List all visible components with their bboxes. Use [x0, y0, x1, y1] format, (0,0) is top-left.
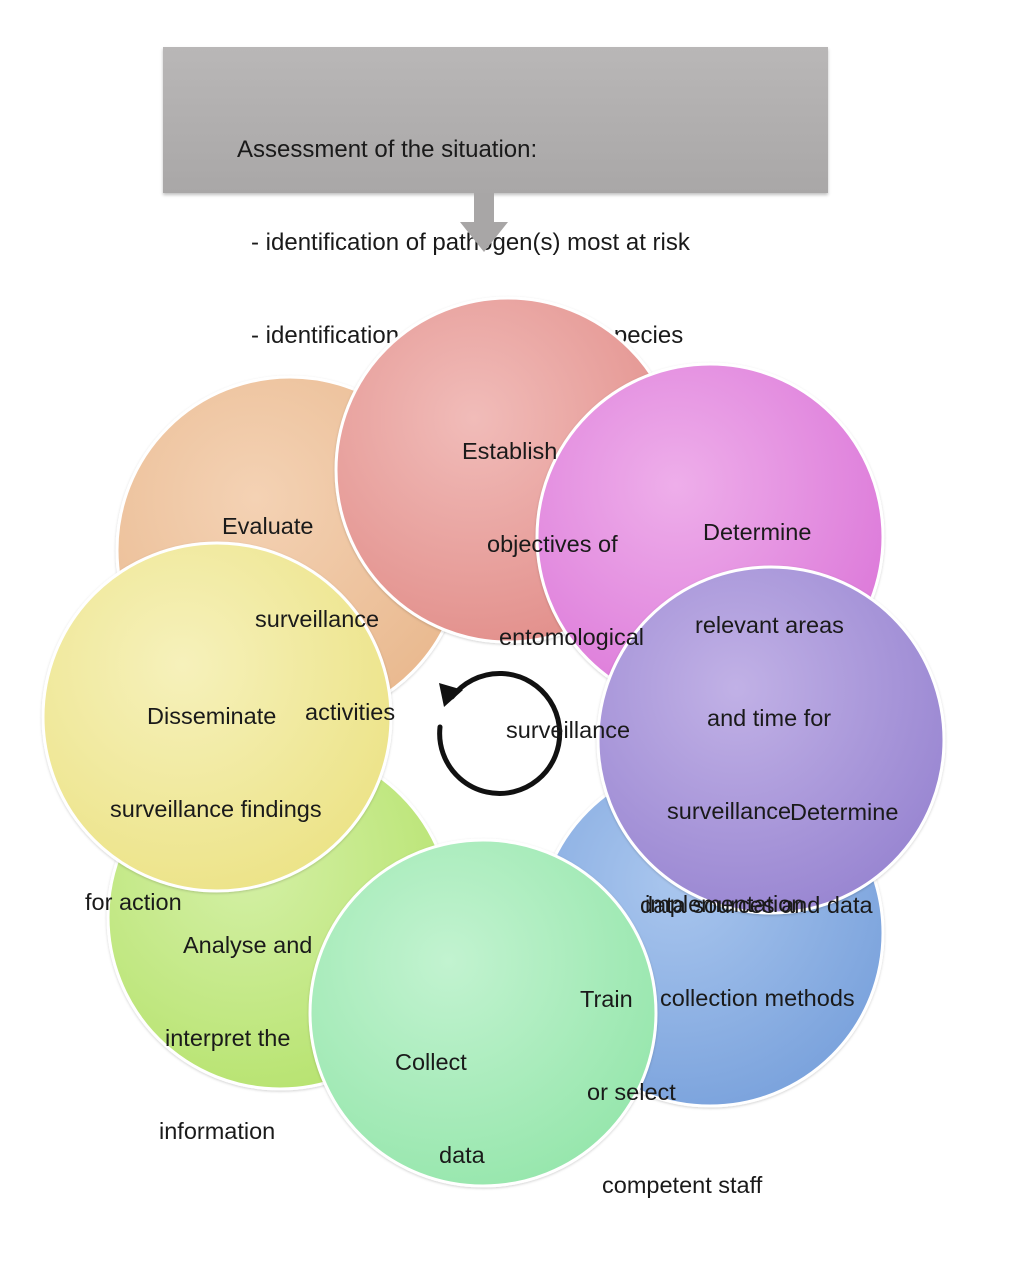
assessment-item-pathogen: - identification of pathogen(s) most at … — [251, 229, 690, 256]
assessment-title: Assessment of the situation: — [237, 136, 538, 163]
step-label-evaluate: Evaluate surveillance activities — [222, 513, 396, 725]
step-circle-data-sources — [596, 565, 946, 915]
down-arrow-icon — [460, 193, 508, 252]
circular-arrow-icon — [437, 671, 563, 796]
step-label-data-sources: Determine data sources and data collecti… — [640, 799, 899, 1011]
assessment-box — [163, 47, 828, 193]
step-label-relevant-areas: Determine relevant areas and time for su… — [645, 519, 844, 917]
step-circle-disseminate — [41, 541, 393, 893]
diagram-graphics — [41, 193, 946, 1188]
step-label-analyse: Analyse and interpret the information — [159, 932, 313, 1144]
step-label-collect: Collect data — [395, 1049, 485, 1168]
surveillance-cycle-diagram: Assessment of the situation: - identific… — [41, 47, 946, 1198]
step-circle-collect — [308, 838, 658, 1188]
step-label-train: Train or select competent staff — [580, 986, 763, 1198]
step-label-disseminate: Disseminate surveillance findings for ac… — [85, 703, 322, 915]
step-label-establish: Establish objectives of entomological su… — [462, 438, 645, 743]
